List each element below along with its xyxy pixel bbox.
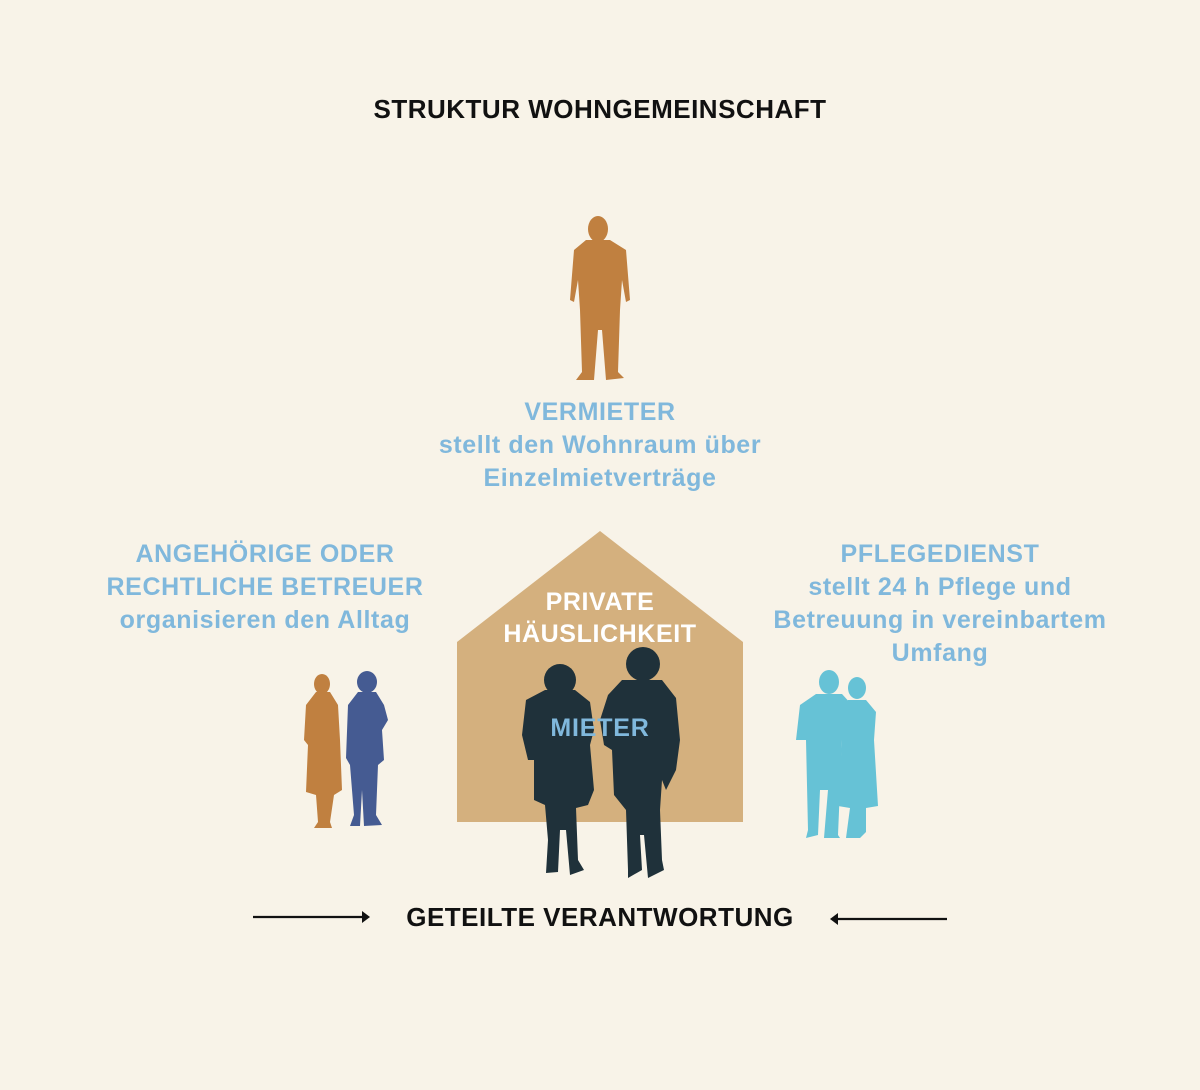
arrow-left-icon xyxy=(830,913,947,925)
vermieter-description-line-1: stellt den Wohnraum über xyxy=(438,431,762,459)
pflegedienst-description-line-1: stellt 24 h Pflege und xyxy=(808,573,1072,601)
pflegedienst-description-line-2: Betreuung in vereinbartem xyxy=(773,606,1107,634)
pflegedienst-label: PFLEGEDIENST stellt 24 h Pflege und Betr… xyxy=(740,538,1140,670)
house-title: PRIVATE HÄUSLICHKEIT xyxy=(457,586,743,650)
angehoerige-heading-line-1: ANGEHÖRIGE ODER xyxy=(135,540,395,568)
diagram-title: STRUKTUR WOHNGEMEINSCHAFT xyxy=(373,94,827,124)
pflegedienst-description-line-3: Umfang xyxy=(891,639,989,667)
pflegedienst-couple-icon xyxy=(796,670,878,838)
mieter-couple-icon xyxy=(522,647,680,878)
arrow-right-icon xyxy=(253,911,370,923)
vermieter-label: VERMIETER stellt den Wohnraum über Einze… xyxy=(380,396,820,495)
angehoerige-description: organisieren den Alltag xyxy=(119,606,411,634)
angehoerige-man-icon xyxy=(346,671,388,826)
vermieter-heading: VERMIETER xyxy=(524,398,676,426)
angehoerige-woman-icon xyxy=(304,674,342,828)
house-title-line-1: PRIVATE xyxy=(545,588,655,616)
shared-responsibility-label: GETEILTE VERANTWORTUNG xyxy=(406,902,794,932)
vermieter-figure-icon xyxy=(570,216,630,380)
mieter-label: MIETER xyxy=(550,714,650,742)
angehoerige-heading-line-2: RECHTLICHE BETREUER xyxy=(106,573,424,601)
house-shape-icon xyxy=(457,531,743,822)
angehoerige-label: ANGEHÖRIGE ODER RECHTLICHE BETREUER orga… xyxy=(60,538,470,637)
pflegedienst-heading: PFLEGEDIENST xyxy=(840,540,1040,568)
vermieter-description-line-2: Einzelmietverträge xyxy=(483,464,717,492)
house-title-line-2: HÄUSLICHKEIT xyxy=(503,620,697,648)
